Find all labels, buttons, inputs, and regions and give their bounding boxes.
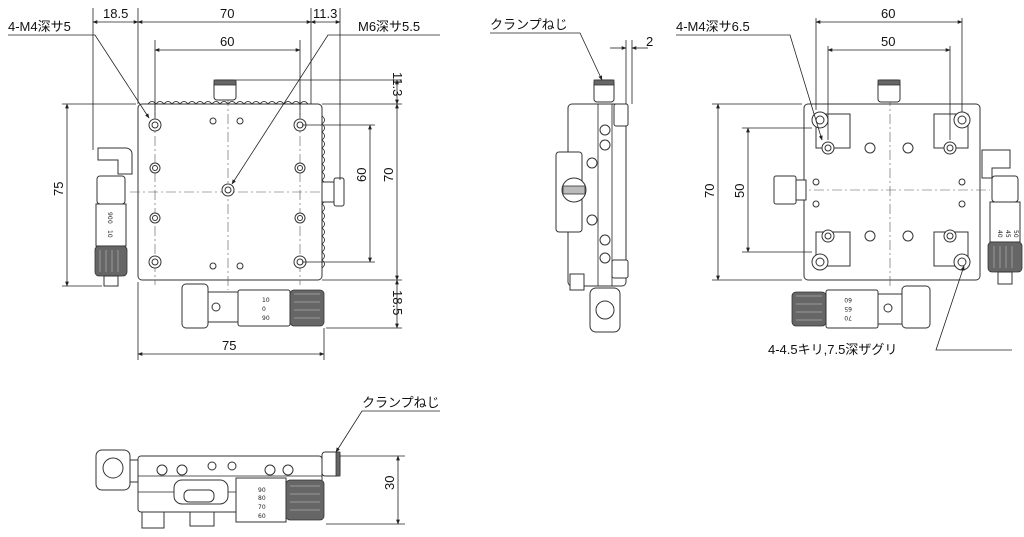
mic-scale-label: 0	[106, 220, 113, 224]
dimension-text: 11.3	[313, 6, 337, 21]
mic-scale-label: 60	[258, 513, 266, 520]
tap-hole	[148, 255, 162, 269]
clamp-label: クランプねじ	[362, 395, 440, 410]
dimension-text: 11.3	[390, 72, 405, 96]
tap-hole	[149, 212, 161, 224]
side-knob	[321, 181, 335, 203]
dimension-text: 50	[881, 34, 895, 49]
mic-scale-label: 90	[106, 212, 113, 220]
dimension-text: 70	[702, 184, 717, 198]
small-hole	[236, 262, 244, 270]
small-hole	[209, 262, 217, 270]
dimension-text: 18.5	[390, 290, 405, 315]
tap-hole	[149, 162, 161, 174]
tap-hole	[293, 118, 307, 132]
top-view: 10 0 90 10 0 90	[8, 6, 440, 360]
dimension-text: 75	[222, 338, 236, 353]
dimension-text: 70	[220, 6, 234, 21]
mic-scale-label: 40	[996, 230, 1003, 238]
side-micrometer: 10 0 90	[94, 147, 133, 287]
dimension-text: 30	[382, 476, 397, 490]
dimension-text: 75	[51, 182, 66, 196]
tap-hole	[293, 255, 307, 269]
tap-hole	[943, 229, 957, 243]
counterbore-hole	[953, 111, 971, 129]
tap-hole	[294, 162, 306, 174]
center-tap-label: M6深サ5.5	[358, 19, 420, 34]
mic-scale-label: 70	[844, 314, 852, 321]
tap-hole	[294, 212, 306, 224]
tap-label: 4-M4深サ6.5	[676, 19, 750, 34]
dimension-text: 60	[354, 168, 369, 182]
mic-scale-label: 80	[258, 495, 266, 502]
dimension-text: 50	[732, 184, 747, 198]
tap-hole	[821, 141, 835, 155]
side-knob	[773, 175, 797, 205]
counterbore-hole	[953, 253, 971, 271]
bottom-micrometer: 10 0 90	[181, 283, 325, 329]
side-view: 2 クランプねじ	[490, 17, 653, 333]
mic-scale-label: 90	[258, 487, 266, 494]
mic-scale-label: 90	[262, 315, 270, 322]
clamp-label: クランプねじ	[490, 17, 568, 32]
tap-label: 4-M4深サ5	[8, 19, 71, 34]
front-view: 90 80 70 60 30 クランプねじ	[95, 395, 440, 529]
mic-scale-label: 10	[106, 230, 113, 238]
bottom-micrometer: 60 65 70	[791, 285, 931, 329]
bottom-view: 40 45 50 60 65 70	[676, 6, 1023, 357]
mic-scale-label: 0	[262, 306, 266, 313]
dimension-text: 60	[881, 6, 895, 21]
tap-hole	[821, 229, 835, 243]
counterbore-hole	[811, 253, 829, 271]
front-micrometer: 90 80 70 60	[235, 477, 325, 523]
mic-scale-label: 70	[258, 504, 266, 511]
small-hole	[209, 117, 217, 125]
dimension-text: 2	[646, 34, 653, 49]
counterbore-hole	[811, 111, 829, 129]
mic-scale-label: 65	[844, 305, 852, 312]
dimension-text: 60	[220, 34, 234, 49]
tap-hole	[943, 141, 957, 155]
dimension-text: 70	[381, 168, 396, 182]
tap-hole	[148, 118, 162, 132]
mic-scale-label: 45	[1004, 230, 1011, 238]
mic-scale-label: 50	[1012, 230, 1019, 238]
side-micrometer: 40 45 50	[981, 149, 1023, 285]
counterbore-label: 4-4.5キリ,7.5深ザグリ	[768, 342, 897, 357]
small-hole	[236, 117, 244, 125]
mic-scale-label: 60	[844, 296, 852, 303]
dimension-text: 18.5	[103, 6, 128, 21]
mic-scale-label: 10	[262, 297, 270, 304]
